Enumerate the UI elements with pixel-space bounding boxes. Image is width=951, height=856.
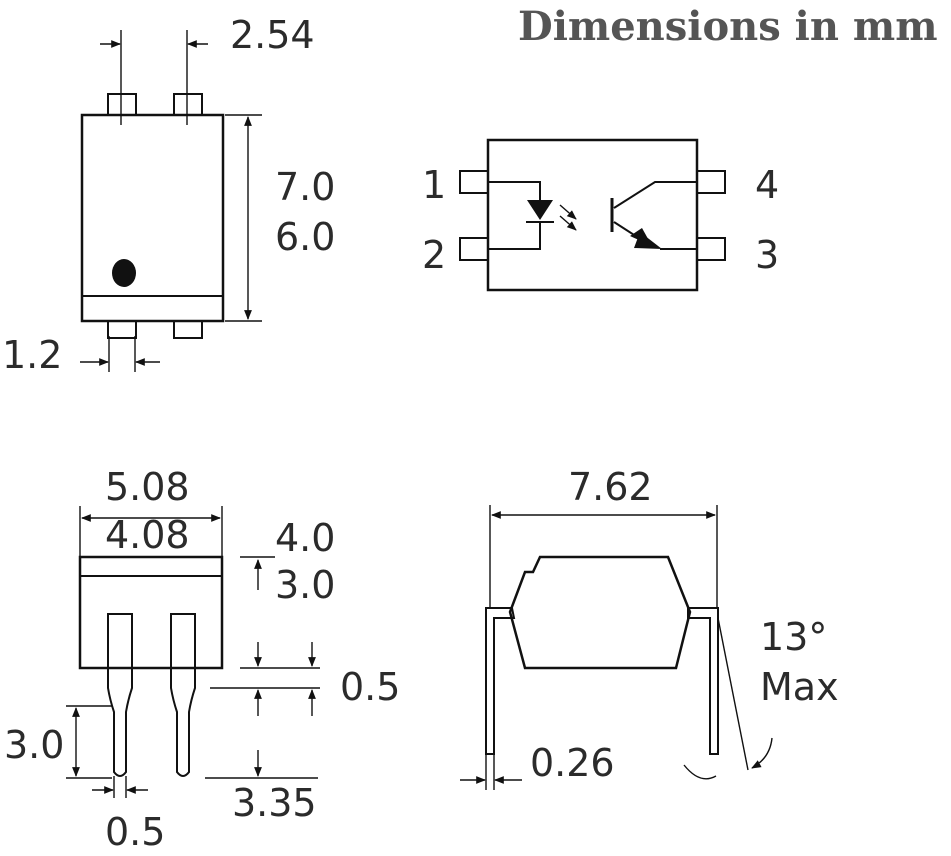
side-view: 5.08 4.08 4.0 3.0 0.5 3.35 3.0 0.5 [4,465,400,854]
pin-2-label: 2 [422,233,446,277]
end-lead-right [687,607,719,755]
drawing-title: Dimensions in mm [518,3,938,50]
pin-4-label: 4 [755,163,779,207]
angle-arc-right [751,737,773,769]
angle-label: 13° [760,615,827,659]
angle-qualifier-label: Max [760,665,839,709]
pin-1-label: 1 [422,163,446,207]
rowspacing-label: 7.62 [568,465,653,509]
phototransistor-symbol [610,181,697,250]
angle-arc [683,764,717,780]
package-body-top [80,113,225,323]
standoff-label: 0.5 [340,665,400,709]
led-diode-symbol [488,181,577,250]
package-body-side [78,555,224,670]
end-view: 7.62 0.26 13° Max [460,465,839,790]
width-min-label: 4.08 [105,513,190,557]
schematic-view: 1 2 4 3 [422,138,779,292]
height-max-label: 4.0 [275,516,335,560]
pad-3 [696,237,726,261]
pad-2 [459,237,489,261]
leadwidth-label: 0.5 [105,810,165,854]
pinwidth-label: 1.2 [2,333,62,377]
lead-right [170,613,196,777]
width-max-label: 5.08 [105,465,190,509]
pad-4 [696,170,726,194]
angle-ref-line [717,617,749,771]
length-max-label: 7.0 [275,165,335,209]
top-pin-right [173,93,203,117]
top-view: 2.54 7.0 6.0 1.2 [2,13,335,377]
lead-left [107,613,133,777]
thickness-label: 0.26 [530,741,615,785]
schematic-body [486,138,699,292]
pin1-indicator-dot [112,259,136,287]
height-min-label: 3.0 [275,563,335,607]
overall-lead-label: 3.35 [232,781,317,825]
pad-1 [459,170,489,194]
leadlen-label: 3.0 [4,723,64,767]
pin-3-label: 3 [755,233,779,277]
pitch-label: 2.54 [230,13,315,57]
end-lead-left [485,607,516,755]
length-min-label: 6.0 [275,215,335,259]
package-body-end [508,555,692,670]
top-pin-left [107,93,137,117]
